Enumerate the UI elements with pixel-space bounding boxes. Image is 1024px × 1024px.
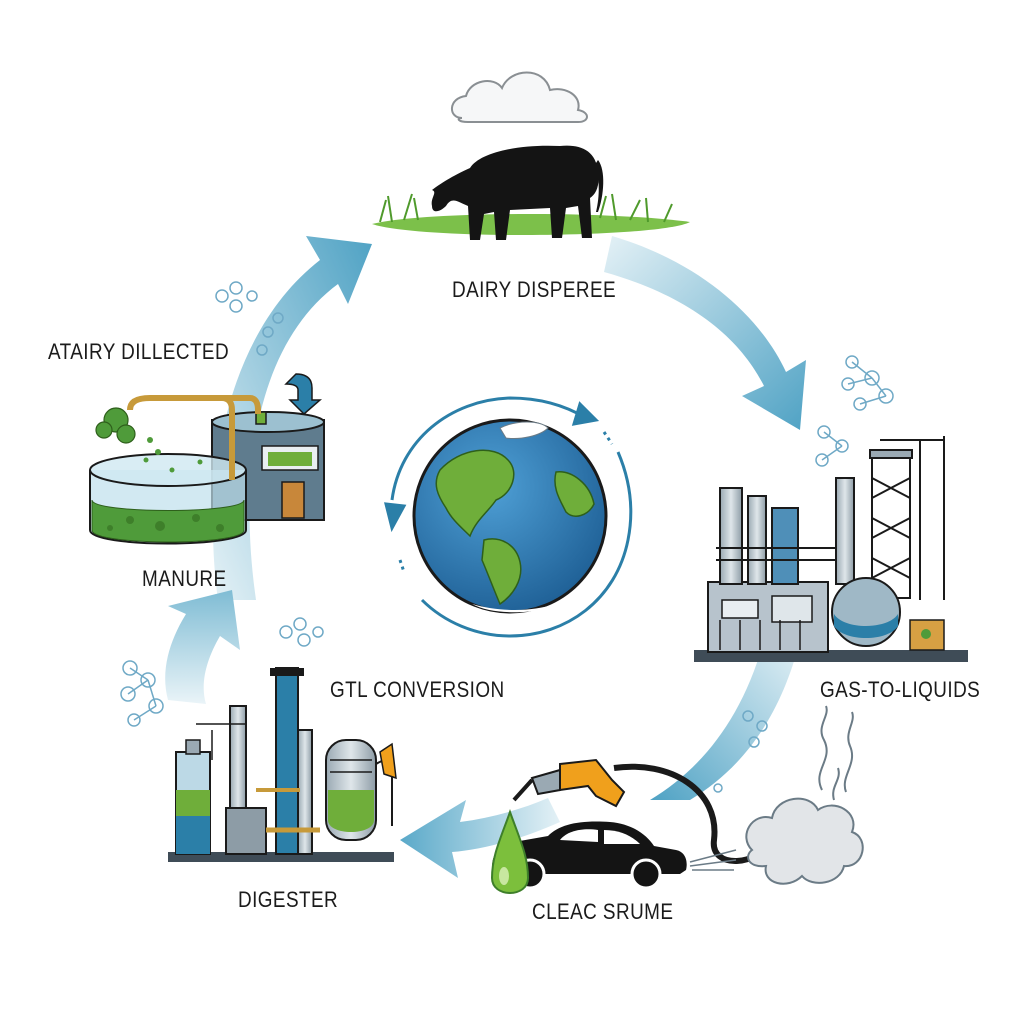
smoke-icon xyxy=(745,705,864,885)
molecule-icon xyxy=(713,710,768,793)
cloud-icon xyxy=(451,71,588,123)
globe-cycle-arrows xyxy=(384,396,633,638)
label-gtl-conversion: GTL CONVERSION xyxy=(330,677,505,702)
molecule-icon xyxy=(279,617,324,647)
pasture xyxy=(372,193,690,236)
cycle-arrow-right-lower xyxy=(650,640,800,800)
digester-plant xyxy=(168,667,397,862)
molecule-icon xyxy=(215,281,284,356)
globe-icon xyxy=(412,418,608,614)
car-icon xyxy=(492,821,687,890)
label-gas-to-liquids: GAS-TO-LIQUIDS xyxy=(820,677,981,702)
grass-strip xyxy=(372,213,690,236)
cycle-arrow-right-down xyxy=(604,236,806,430)
cycle-arrow-bottom-left xyxy=(400,798,560,878)
cow-icon xyxy=(431,145,604,240)
cycle-arrow-lower-left xyxy=(165,590,240,704)
label-dairy: DAIRY DISPEREE xyxy=(452,277,617,302)
label-clean-fuel: CLEAC SRUME xyxy=(532,899,674,924)
label-collected: ATAIRY DILLECTED xyxy=(48,339,230,364)
molecule-icon xyxy=(120,660,164,727)
manure-tank xyxy=(89,373,325,545)
exhaust-spray xyxy=(689,849,737,871)
fuel-drop-icon xyxy=(490,809,530,894)
label-manure: MANURE xyxy=(142,566,227,591)
molecule-icon xyxy=(815,355,894,467)
gtl-refinery xyxy=(694,436,968,662)
label-digester: DIGESTER xyxy=(238,887,339,912)
